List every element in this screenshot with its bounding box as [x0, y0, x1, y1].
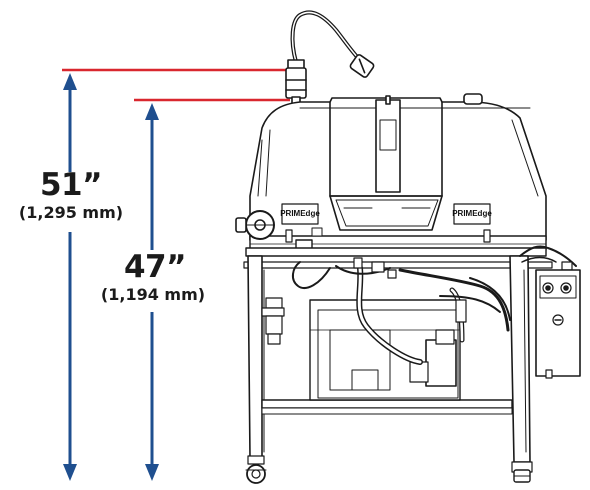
brand-plate-right: PRIMEdge [452, 209, 492, 218]
work-light [285, 10, 375, 105]
dimension-51-metric: (1,295 mm) [18, 203, 124, 222]
control-box [535, 269, 581, 379]
dimension-51-imperial: 51” [39, 167, 103, 203]
caster-right [511, 461, 533, 483]
handwheel [235, 210, 275, 240]
dimension-arrow-51 [63, 73, 77, 481]
brand-plate-left: PRIMEdge [280, 209, 320, 218]
caster-left [245, 455, 267, 484]
filter-regulator [261, 297, 285, 345]
machine-illustration [235, 10, 581, 484]
dimension-47-imperial: 47” [123, 249, 187, 285]
dimension-47-metric: (1,194 mm) [100, 285, 206, 304]
dimension-arrow-47 [145, 103, 159, 481]
